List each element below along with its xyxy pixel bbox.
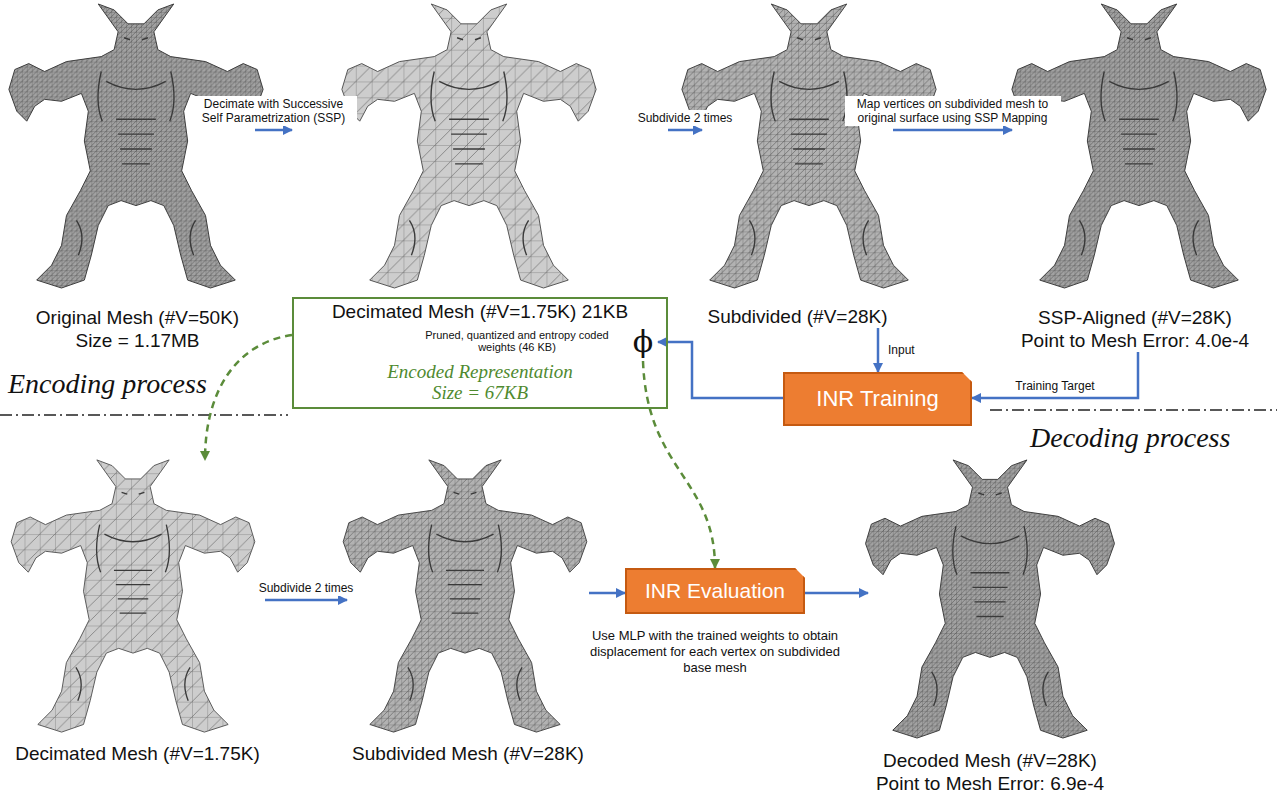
decimated-mesh-figure [11,460,255,732]
mesh-figure: Decoded Mesh (#V=28K)Point to Mesh Error… [868,460,1112,795]
arrow-connector [805,592,868,595]
node-text: Subdivided Mesh (#V=28K) [352,742,584,765]
arrow-connector [877,328,880,372]
edge-label: Subdivide 2 times [256,580,357,596]
node-text: ϕ [633,325,653,359]
process-box: INR Evaluation [625,568,805,614]
edge-label: Decimate with Successive Self Parametriz… [191,96,357,126]
node-text: Decimated Mesh (#V=1.75K) [15,742,259,765]
weights-symbol: ϕ [628,323,658,361]
edge-label: Map vertices on subdivided mesh to origi… [845,96,1061,126]
mesh-figure: SSP-Aligned (#V=28K)Point to Mesh Error:… [1012,10,1258,352]
dash-dot-divider [990,409,1277,411]
node-text: INR Evaluation [645,579,785,603]
mesh-figure: Original Mesh (#V=50K)Size = 1.17MB [20,10,255,352]
node-text: Decimated Mesh (#V=1.75K) 21KB [292,300,668,323]
arrow-connector [589,592,625,595]
subdivided-mesh-figure [343,460,587,732]
node-text: Pruned, quantized and entropy coded weig… [417,329,617,353]
mesh-figure: Subdivided (#V=28K) [702,10,893,328]
subdivided-mesh-figure [682,4,936,288]
dashed-arrow [205,335,292,460]
process-box: INR Training [783,372,972,426]
node-text: INR Training [816,386,938,412]
node-text: Size = 1.17MB [75,329,199,352]
arrow-connector [893,129,1012,132]
arrow-connector [658,342,783,398]
edge-label: Input [885,342,918,358]
original-mesh-figure [9,4,263,288]
node-text: Subdivided (#V=28K) [707,305,887,328]
arrow-connector [265,599,347,602]
edge-label: Training Target [1012,378,1097,394]
node-text: Point to Mesh Error: 6.9e-4 [876,772,1104,795]
aligned-mesh-figure [1012,4,1266,288]
decimated-mesh-figure [342,4,596,288]
mesh-figure: Decimated Mesh (#V=1.75K) [10,460,265,765]
node-text: Original Mesh (#V=50K) [36,306,239,329]
encoded-representation: Decimated Mesh (#V=1.75K) 21KB Pruned, qu… [292,5,668,409]
section-label: Encoding process [8,368,207,400]
edge-label: Subdivide 2 times [635,110,736,126]
decoded-mesh-figure [866,460,1115,738]
node-text: SSP-Aligned (#V=28K) [1038,306,1232,329]
arrow-connector [255,129,292,132]
section-label: Decoding process [1030,422,1230,454]
dashed-arrow [643,361,715,568]
dash-dot-divider [0,414,288,416]
mesh-figure: Subdivided Mesh (#V=28K) [347,460,589,765]
node-text: Decoded Mesh (#V=28K) [883,749,1097,772]
node-text: Point to Mesh Error: 4.0e-4 [1021,329,1249,352]
node-text: Encoded Representation Size = 67KB [370,361,590,403]
note-text: Use MLP with the trained weights to obta… [579,628,851,676]
arrow-connector [972,352,1138,398]
arrow-connector [668,129,702,132]
